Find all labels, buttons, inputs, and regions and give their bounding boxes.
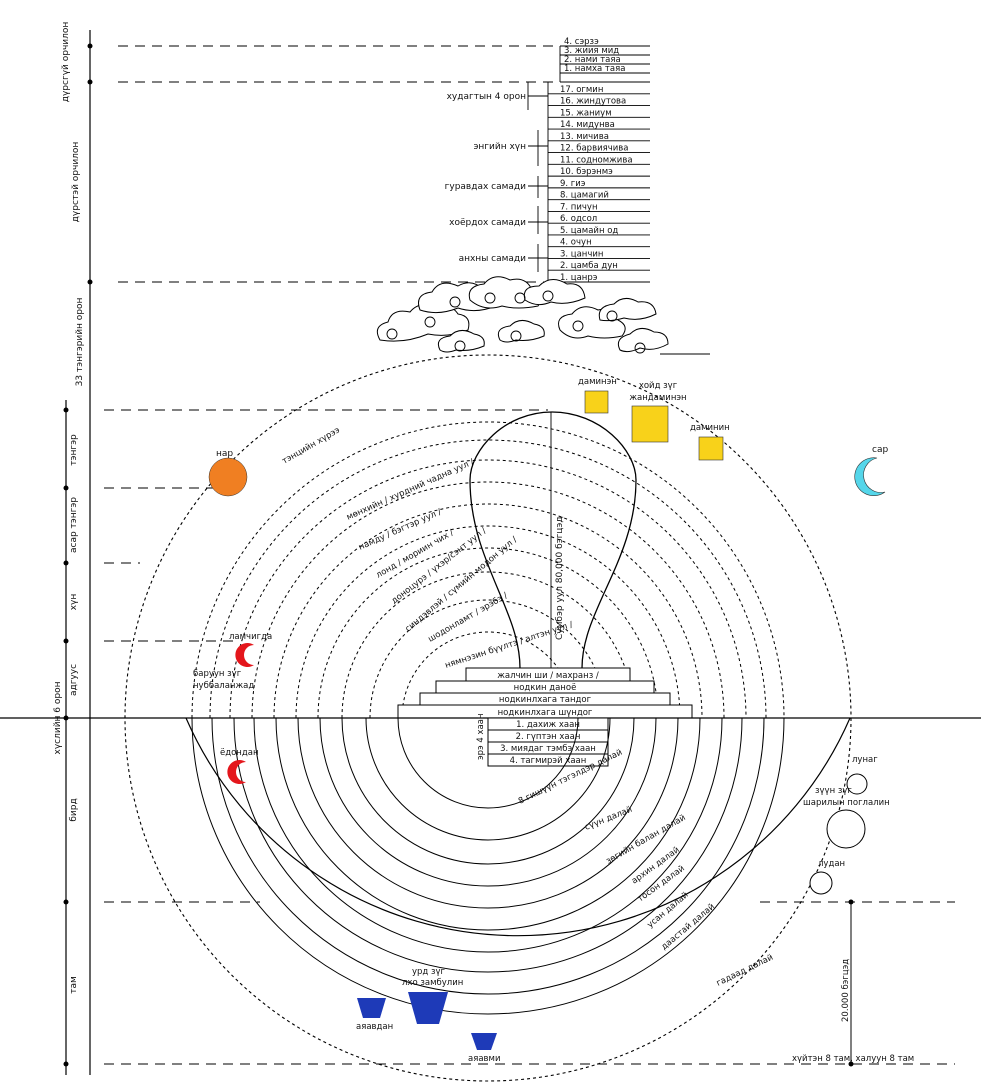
base-label-1: жалчин ши / махранз / xyxy=(497,671,599,681)
form-level: 6. одсол xyxy=(560,214,597,224)
west-label-top: ламчигда xyxy=(229,632,272,642)
moon-icon xyxy=(854,457,886,496)
cloud-swirls xyxy=(386,290,646,354)
north-continent-minor-1 xyxy=(584,390,609,414)
form-level: 15. жаниум xyxy=(560,108,612,118)
west-continent-minor-1 xyxy=(235,643,254,667)
south-label-main1: урд зүг xyxy=(412,967,446,977)
form-level: 16. жиндутова xyxy=(560,97,626,107)
form-level: 13. мичива xyxy=(560,132,609,142)
sea-labels: 8 гишүүн тэгэлдэр далай сүүн далай зөгий… xyxy=(517,748,775,989)
formless-level: 2. нами таяа xyxy=(564,55,621,65)
west-label-bottom: ёдондан xyxy=(220,748,259,758)
king-3: 3. миядаг тэмбэ хаан xyxy=(500,744,596,754)
side-label-gods: тэнгэр xyxy=(69,434,79,466)
east-label-bottom: лудан xyxy=(818,859,845,869)
east-label-top: лунаг xyxy=(852,755,878,765)
base-label-3: нодкинлхага тандог xyxy=(499,695,592,705)
north-label-main1: хойд зүг xyxy=(639,381,678,391)
form-level: 11. содномжива xyxy=(560,155,633,165)
south-continent-minor-2 xyxy=(471,1033,497,1050)
form-level: 4. очун xyxy=(560,238,592,248)
side-label-asura: асар тэнгэр xyxy=(69,497,79,553)
north-continent-main xyxy=(631,405,669,443)
group-label-first-samadhi: анхны самади xyxy=(459,254,527,264)
group-label-second-samadhi: хоёрдох самади xyxy=(449,218,526,228)
side-label-preta: бирд xyxy=(69,798,79,821)
side-label-formless: дүрсгүй орчилон xyxy=(61,22,71,103)
south-label-left: аяавдан xyxy=(356,1022,393,1032)
east-continent-main xyxy=(826,809,866,849)
group-label-third-samadhi: гуравдах самади xyxy=(445,182,527,192)
sun-label: нар xyxy=(216,449,233,459)
south-continent-main xyxy=(408,992,448,1024)
west-continent-minor-2 xyxy=(227,760,246,784)
group-label-4-abodes: худагтын 4 орон xyxy=(447,92,527,102)
form-level: 1. цанрэ xyxy=(560,273,598,283)
formless-level: 4. сэрзэ xyxy=(564,37,599,47)
west-continent-main xyxy=(246,697,266,737)
side-label-animal: адгуус xyxy=(69,664,79,696)
east-label-main1: зүүн зүг xyxy=(815,786,852,796)
form-level: 14. мидунва xyxy=(560,120,615,130)
lower-rings xyxy=(185,717,851,1015)
side-label-hell: там xyxy=(69,976,79,994)
side-label-human: хүн xyxy=(69,594,79,611)
west-label-main2: нуббаланжад xyxy=(193,681,254,691)
upper-rings xyxy=(191,421,785,719)
mount-label: Сумбэр уул 80,000 бэгцэд xyxy=(555,516,565,640)
east-label-main2: шарилын поглалин xyxy=(803,798,890,808)
form-level: 9. гиэ xyxy=(560,179,586,189)
east-continent-minor-1 xyxy=(846,773,868,795)
king-1: 1. дахиж хаан xyxy=(516,720,580,730)
base-label-4: нодкинлхага шүндог xyxy=(498,708,593,718)
cloud-band xyxy=(376,276,710,355)
ring-labels: мөнхийн / хурдний чадна уул / намду / бэ… xyxy=(345,457,574,671)
side-label-form: дүрстэй орчилон xyxy=(71,142,81,223)
south-label-bottom: аяавми xyxy=(468,1054,500,1064)
formless-level: 1. намха таяа xyxy=(564,64,625,74)
north-label-top: даминэн xyxy=(578,377,617,387)
moon-label: сар xyxy=(872,445,888,455)
form-level: 3. цанчин xyxy=(560,249,603,259)
side-label-33-heavens: 33 тэнгэрийн орон xyxy=(75,297,85,386)
level-dashes xyxy=(104,45,955,1065)
sea-label-2: сүүн далай xyxy=(583,805,633,833)
west-label-main1: баруун зүг xyxy=(193,669,242,679)
form-level: 8. цамагий xyxy=(560,191,609,201)
sea-label-8: гадаад далай xyxy=(715,953,775,989)
east-continent-minor-2 xyxy=(809,871,833,895)
depth-label: 20.000 бэгцэд xyxy=(841,959,851,1022)
hells-label: хүйтэн 8 там, халуун 8 там xyxy=(792,1054,914,1064)
kings-title: эрэ 4 хаан xyxy=(476,713,486,760)
mount-base xyxy=(397,667,693,719)
form-level: 10. бэрэнмэ xyxy=(560,167,613,177)
king-4: 4. тагмирэй хаан xyxy=(510,756,587,766)
form-level: 17. огмин xyxy=(560,85,603,95)
ring-label-1: мөнхийн / хурдний чадна уул / xyxy=(345,457,476,522)
group-label-ordinary: энгийн хүн xyxy=(473,142,526,152)
south-label-main2: лхо замбулин xyxy=(402,978,463,988)
north-label-main2: жандаминэн xyxy=(629,393,686,403)
base-label-2: нодкин даноё xyxy=(514,683,577,693)
form-level: 12. барвиячива xyxy=(560,144,628,154)
south-continent-minor-1 xyxy=(357,998,386,1018)
formless-level: 3. жиия мид xyxy=(564,46,619,56)
north-continent-minor-2 xyxy=(698,436,724,461)
sun-orbit-label: тэнцийн хүрээ xyxy=(281,425,343,466)
king-2: 2. гүптэн хаан xyxy=(516,732,581,742)
form-level: 5. цамайн од xyxy=(560,226,618,236)
form-level: 7. пичун xyxy=(560,202,598,212)
form-level: 2. цамба дун xyxy=(560,261,618,271)
sun-icon xyxy=(208,457,248,497)
mount-sumeru xyxy=(469,411,637,669)
side-labels: дүрсгүй орчилон дүрстэй орчилон 33 тэнгэ… xyxy=(53,22,85,994)
north-label-right: даминин xyxy=(690,423,730,433)
